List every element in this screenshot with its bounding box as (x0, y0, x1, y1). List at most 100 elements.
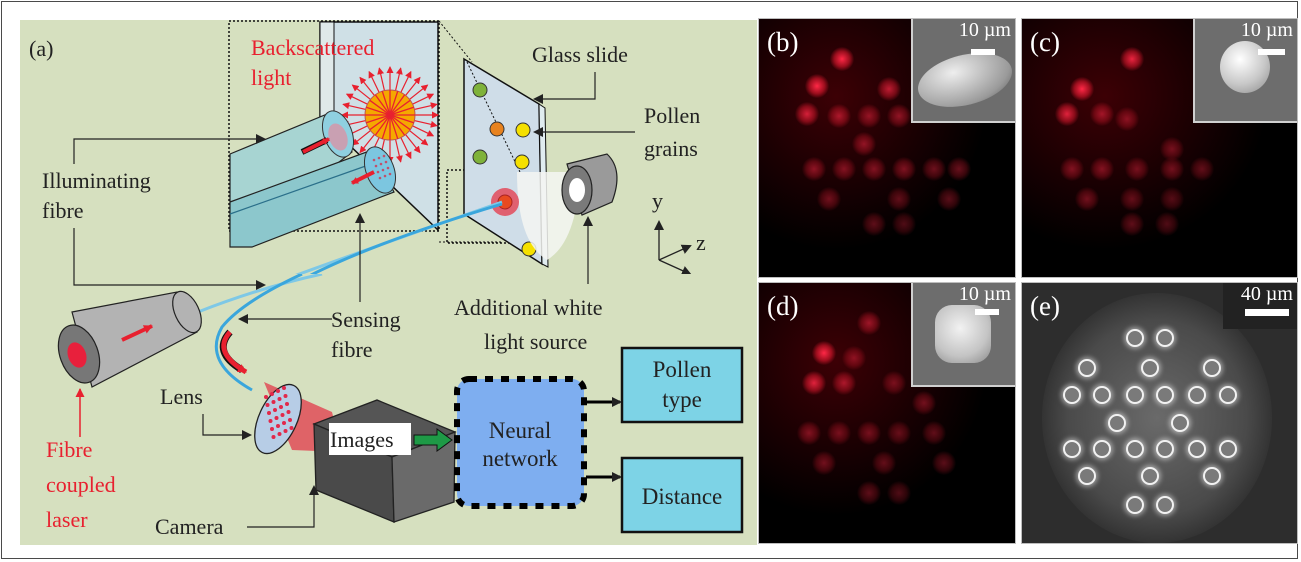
fibre-core-dot (379, 162, 383, 166)
speckle-spot (892, 157, 916, 181)
axis-y-label: y (652, 188, 663, 213)
speckle-spot (1090, 102, 1114, 126)
slide-dotted-line (466, 61, 521, 173)
lens-dot (283, 429, 288, 433)
neural-network-box (454, 376, 587, 509)
fibre-core (1078, 467, 1096, 485)
fibre-core-dot (376, 170, 380, 174)
illuminating-fibre-spot (328, 123, 348, 151)
grain-stripe (389, 94, 406, 116)
fibre-core (1126, 329, 1144, 347)
fibre-core (1188, 386, 1206, 404)
speckle-spot (857, 104, 881, 128)
speckle-spot (852, 132, 876, 156)
panel-d-label: (d) (767, 291, 799, 321)
fibre-coupled-laser (57, 290, 202, 388)
speckle-spot (1190, 157, 1214, 181)
backscattered-label-2: light (251, 65, 291, 90)
panel-e-scale-text: 40 µm (1240, 283, 1293, 305)
white-light-source (561, 153, 618, 216)
speckle-spot (1115, 107, 1139, 131)
speckle-spot (1120, 47, 1144, 71)
speckle-spot (812, 451, 836, 475)
grain-stripe (389, 114, 411, 131)
zoom-connector-top (438, 20, 473, 63)
sensing-fibre-cable-lower (214, 274, 303, 392)
speckle-spot (1090, 157, 1114, 181)
lens-dot (277, 397, 282, 401)
fibre-core (1093, 440, 1111, 458)
panel-e-scale-bar (1245, 309, 1289, 316)
panel-e-scale-box: 40 µm (1223, 283, 1297, 329)
axis-x-label: x (696, 265, 707, 276)
fibre-core-dot (377, 156, 381, 160)
speckle-spot (1160, 187, 1184, 211)
grain-stripe (389, 91, 399, 116)
fibre-core (1126, 496, 1144, 514)
fibre-core (1141, 359, 1159, 377)
lens-dot (277, 432, 282, 436)
lens-speckle-dots (264, 386, 294, 439)
images-arrow (413, 428, 453, 452)
illuminating-pointer-bottom (73, 228, 75, 276)
speckle-spot (1055, 102, 1079, 126)
lens-dot (282, 421, 286, 425)
laser-label-2: coupled (46, 472, 116, 497)
speckle-spot (887, 104, 911, 128)
lens-dot (282, 386, 286, 390)
lens-dot (265, 403, 270, 407)
fibre-core-dot (383, 174, 387, 178)
white-light-label-2: light source (484, 329, 587, 354)
speckle-spot (805, 74, 829, 98)
panel-a-label: (a) (29, 36, 53, 61)
fibre-core (1171, 414, 1189, 432)
panel-c-scale-bar (1258, 49, 1285, 55)
speckle-spot (862, 212, 886, 236)
illuminating-pointer-lower (73, 274, 266, 290)
speckle-spot (947, 157, 971, 181)
output-pollen-type-label-1: Pollen (653, 357, 712, 382)
panel-b-image: (b) 10 µm (758, 18, 1016, 278)
panel-a-schematic: (a) Backscattered light (20, 20, 757, 276)
speckle-spot (1120, 187, 1144, 211)
lens-dot (267, 411, 271, 415)
fibre-core (1219, 386, 1237, 404)
speckle-spot (827, 421, 851, 445)
speckle-spot (857, 481, 881, 505)
speckle-spot (1075, 187, 1099, 211)
speckle-spot (842, 346, 866, 370)
panel-b-scale-text: 10 µm (958, 19, 1011, 41)
fibre-core (1156, 440, 1174, 458)
panel-c-label: (c) (1030, 27, 1060, 57)
panel-d-inset: 10 µm (911, 283, 1015, 387)
sensing-label-2: fibre (331, 337, 373, 362)
panel-e-image: (e) 40 µm (1021, 282, 1298, 544)
panel-b-scale-bar (971, 49, 995, 55)
grain-stripe (389, 114, 414, 124)
grain-stripe (366, 106, 391, 116)
speckle-spot (922, 157, 946, 181)
lens-dot (264, 395, 268, 399)
laser-label-1: Fibre (46, 437, 92, 462)
output-distance-box (620, 456, 744, 534)
fibre-core (1108, 414, 1126, 432)
lens-dot (276, 389, 280, 393)
speckle-spot (887, 481, 911, 505)
fibre-core (1188, 440, 1206, 458)
pollen-green-1 (472, 82, 488, 98)
fibre-core (1203, 359, 1221, 377)
axis-triad (654, 220, 692, 276)
fibre-core-dot (386, 166, 390, 170)
sem-pollen-elongated (913, 44, 1015, 116)
lens-dot (268, 419, 273, 423)
pollen-grains-label-1: Pollen (644, 103, 700, 128)
speckle-spot (797, 421, 821, 445)
pollen-grains-label-2: grains (644, 136, 698, 161)
fibre-core (1063, 386, 1081, 404)
images-label: Images (330, 427, 394, 452)
speckle-spot (882, 371, 906, 395)
axis-z-label: z (696, 230, 706, 255)
output-distance-label: Distance (642, 484, 722, 509)
lens-dot (271, 435, 276, 439)
